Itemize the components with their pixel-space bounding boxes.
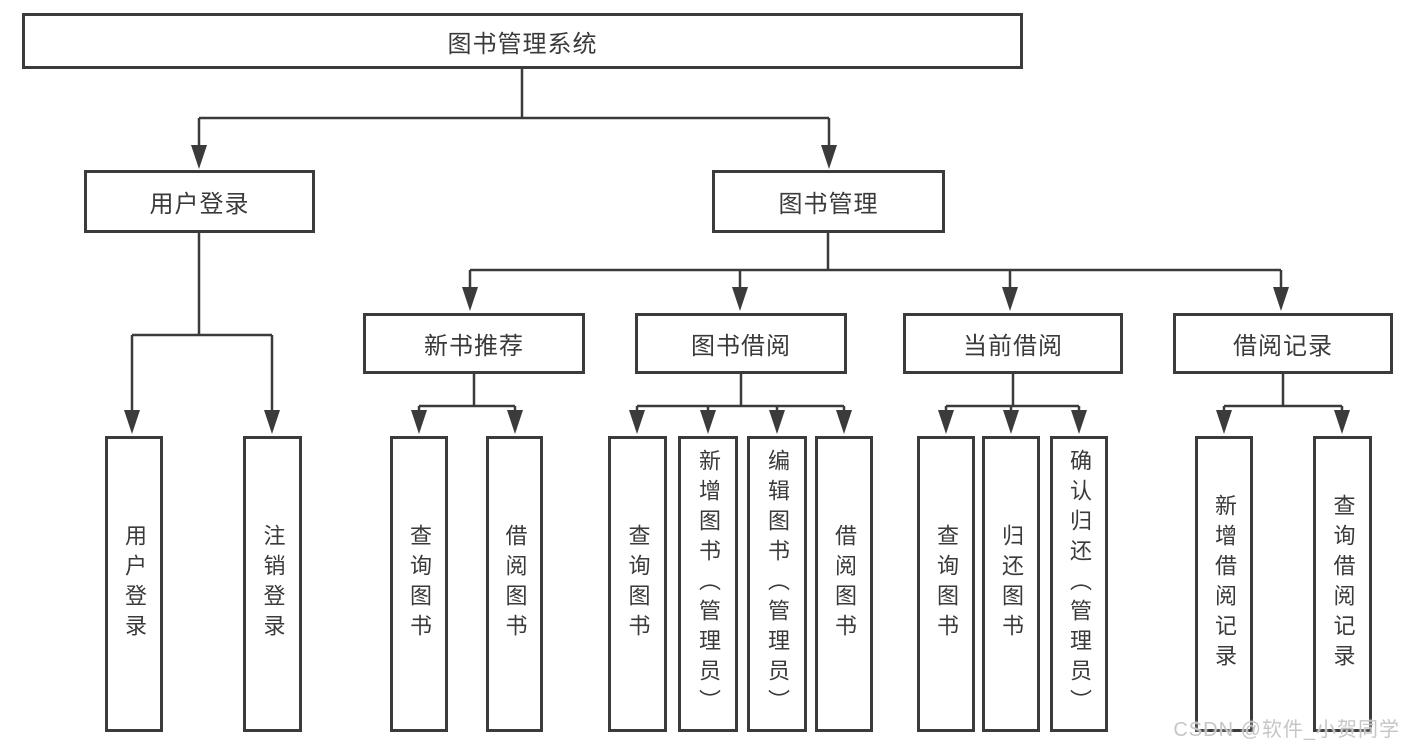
node-user-login: 用户登录 xyxy=(84,170,315,233)
node-root: 图书管理系统 xyxy=(22,13,1023,69)
node-confirm-return-admin: 确认归还（管理员） xyxy=(1050,436,1108,732)
node-query-books-recommend: 查询图书 xyxy=(390,436,448,732)
node-return-book: 归还图书 xyxy=(982,436,1040,732)
node-add-book-admin: 新增图书（管理员） xyxy=(678,436,738,732)
connector-path xyxy=(130,69,1344,412)
csdn-watermark: CSDN @软件_小贺同学 xyxy=(1173,719,1400,741)
node-add-borrow-record: 新增借阅记录 xyxy=(1195,436,1253,732)
node-logout: 注销登录 xyxy=(243,436,302,732)
node-current-borrow: 当前借阅 xyxy=(903,313,1123,374)
node-new-book-recommend: 新书推荐 xyxy=(363,313,585,374)
arrowheads xyxy=(124,145,1350,434)
node-borrow-records: 借阅记录 xyxy=(1173,313,1393,374)
node-query-books-borrow: 查询图书 xyxy=(608,436,667,732)
node-borrow-books-borrow: 借阅图书 xyxy=(815,436,873,732)
node-query-borrow-record: 查询借阅记录 xyxy=(1313,436,1372,732)
node-query-books-current: 查询图书 xyxy=(917,436,975,732)
node-book-management: 图书管理 xyxy=(712,170,945,233)
node-login: 用户登录 xyxy=(105,436,163,732)
node-borrow-books-recommend: 借阅图书 xyxy=(486,436,543,732)
node-edit-book-admin: 编辑图书（管理员） xyxy=(747,436,807,732)
node-book-borrow: 图书借阅 xyxy=(635,313,847,374)
